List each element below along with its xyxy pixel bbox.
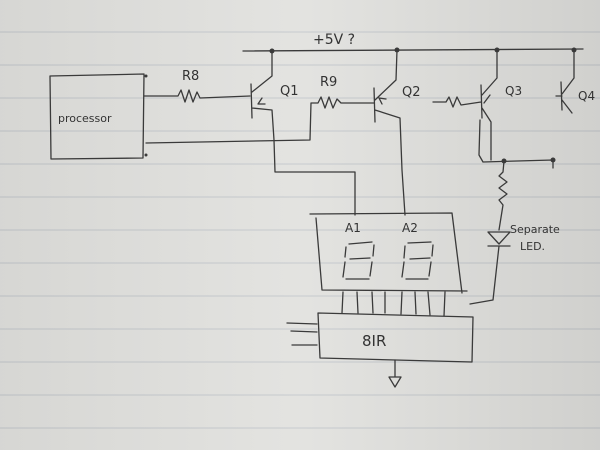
ground-icon xyxy=(388,359,402,388)
q2-label: Q2 xyxy=(402,85,421,100)
digit-a2-label: A2 xyxy=(402,221,418,235)
supply-rail xyxy=(242,48,584,52)
r8-label: R8 xyxy=(182,69,199,84)
q3-transistor xyxy=(432,49,554,169)
processor-label: processor xyxy=(58,112,112,125)
q3-label: Q3 xyxy=(505,84,522,98)
r8-resistor xyxy=(143,89,251,103)
r9-label: R9 xyxy=(320,75,337,90)
r9-resistor xyxy=(145,96,375,144)
seven-segment-display xyxy=(309,212,468,294)
q4-label: Q4 xyxy=(578,89,595,103)
separate-led-label: Separate xyxy=(510,223,560,236)
processor-box xyxy=(49,73,145,160)
separate-led xyxy=(469,231,511,305)
display-pins xyxy=(341,291,446,317)
digit-2 xyxy=(401,241,434,280)
q1-label: Q1 xyxy=(280,84,299,99)
digit-1 xyxy=(342,241,375,280)
separate-led-label-2: LED. xyxy=(520,240,545,253)
led-resistor xyxy=(498,160,508,231)
shift-register-label: 8IR xyxy=(362,332,386,350)
shift-register-inputs xyxy=(286,322,318,346)
q4-transistor xyxy=(555,49,575,114)
shift-register-box xyxy=(317,312,474,363)
q2-transistor xyxy=(373,49,406,216)
digit-a1-label: A1 xyxy=(345,221,361,235)
supply-label: +5V ? xyxy=(313,32,355,48)
q1-transistor xyxy=(250,50,356,216)
